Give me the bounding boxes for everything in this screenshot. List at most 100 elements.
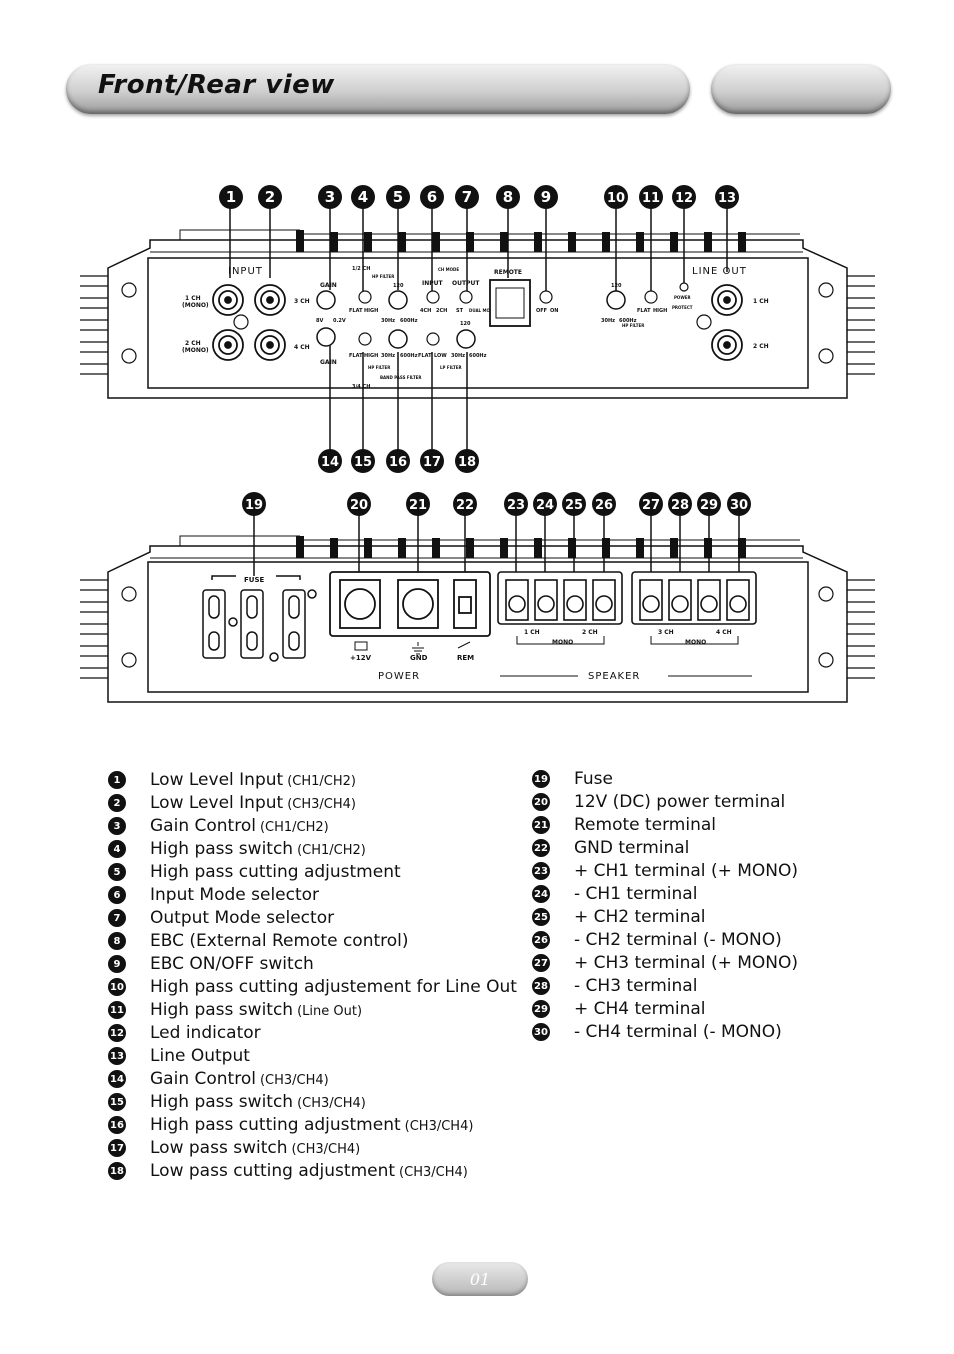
rear-callout-marker	[504, 492, 528, 516]
lp-freq-120-label: 120	[460, 321, 471, 327]
legend-sub: (CH1/CH2)	[287, 774, 356, 789]
legend-label: Input Mode selector	[150, 885, 320, 905]
front-callout-marker	[715, 185, 739, 209]
lo-freq-low-label: 30Hz	[601, 318, 615, 324]
legend-label: High pass cutting adjustement for Line O…	[150, 977, 517, 997]
legend-text: High pass cutting adjustment(CH3/CH4)	[150, 1115, 473, 1135]
legend-text: + CH2 terminal	[574, 907, 706, 927]
legend-number: 16	[108, 1116, 126, 1134]
front-callout-marker	[455, 449, 479, 473]
front-callout-marker	[496, 185, 520, 209]
ch2-mono-sub: (MONO)	[182, 347, 209, 354]
legend-text: - CH2 terminal (- MONO)	[574, 930, 782, 950]
legend-sub: (CH3/CH4)	[291, 1142, 361, 1157]
front-callout-14: 14	[321, 455, 339, 470]
rear-callout-marker	[453, 492, 477, 516]
legend-label: EBC ON/OFF switch	[150, 954, 314, 974]
front-callout-8: 8	[503, 188, 513, 206]
rear-callout-27: 27	[642, 498, 660, 513]
legend-number: 7	[108, 909, 126, 927]
rear-callout-23: 23	[507, 498, 525, 513]
legend-number: 15	[108, 1093, 126, 1111]
rear-callout-28: 28	[671, 498, 689, 513]
remote-on-label: ON	[550, 308, 558, 314]
rear-panel-diagram: FUSE +12V GND REM POWER SPEAKER 1 CH 2 C…	[80, 492, 875, 703]
rear-callout-marker	[242, 492, 266, 516]
title-banner	[66, 64, 690, 114]
freq-low-label: 30Hz	[381, 318, 395, 324]
legend-text: High pass switch(CH1/CH2)	[150, 839, 366, 859]
legend-label: High pass switch	[150, 1000, 294, 1020]
legend-text: Low Level Input(CH1/CH2)	[150, 770, 356, 790]
output-mode-label: OUTPUT	[452, 280, 480, 287]
legend-text: 12V (DC) power terminal	[574, 792, 786, 812]
ch4-label: 4 CH	[294, 344, 310, 351]
rear-callout-marker	[727, 492, 751, 516]
legend-number: 14	[108, 1070, 126, 1088]
legend-text: Low pass switch(CH3/CH4)	[150, 1138, 360, 1158]
rear-callout-marker	[592, 492, 616, 516]
ch1-mono-label: 1 CH	[185, 295, 201, 302]
legend-number: 8	[108, 932, 126, 950]
freq-120-label: 120	[393, 283, 404, 289]
legend-item: 11 High pass switch(Line Out)	[108, 999, 362, 1021]
b-flat2-label: FLAT	[418, 353, 432, 359]
b-low-label: LOW	[434, 353, 447, 359]
lp-freq-high-label: 600Hz	[469, 353, 487, 359]
legend-number: 22	[532, 839, 550, 857]
legend-label: Low Level Input	[150, 793, 284, 813]
three-four-ch-label: 3/4 CH	[352, 384, 370, 390]
b-freq-high-label: 600Hz	[400, 353, 418, 359]
legend-sub: (Line Out)	[297, 1004, 363, 1019]
legend-number: 30	[532, 1023, 550, 1041]
front-panel-diagram: INPUT 1 CH (MONO) 2 CH (MONO) 3 CH 4 CH …	[80, 185, 875, 473]
power-led-label: POWER	[674, 295, 691, 300]
legend-number: 5	[108, 863, 126, 881]
front-callout-12: 12	[675, 191, 693, 206]
legend-label: Low pass cutting adjustment	[150, 1161, 396, 1181]
front-callout-2: 2	[265, 188, 275, 206]
legend-item: 24- CH1 terminal	[532, 883, 697, 905]
legend-number: 13	[108, 1047, 126, 1065]
flat-label: FLAT	[349, 308, 363, 314]
legend-item: 26- CH2 terminal (- MONO)	[532, 929, 782, 951]
lo-hp-filter-label: HP FILTER	[622, 323, 644, 328]
legend-text: Low pass cutting adjustment(CH3/CH4)	[150, 1161, 468, 1181]
legend-text: EBC (External Remote control)	[150, 931, 413, 951]
front-callout-marker	[534, 185, 558, 209]
ch2-mono-label: 2 CH	[185, 340, 201, 347]
rear-callout-marker	[562, 492, 586, 516]
legend-label: High pass switch	[150, 1092, 294, 1112]
legend-label: Output Mode selector	[150, 908, 335, 928]
gain-bottom-label: GAIN	[320, 359, 337, 366]
front-callout-4: 4	[358, 188, 368, 206]
legend-text: High pass cutting adjustement for Line O…	[150, 977, 521, 997]
legend-text: Led indicator	[150, 1023, 265, 1043]
legend-number: 11	[108, 1001, 126, 1019]
rear-callout-marker	[347, 492, 371, 516]
high-label: HIGH	[364, 308, 378, 314]
fuse-label: FUSE	[244, 576, 265, 584]
output-st-label: ST	[456, 308, 464, 314]
page-number: 01	[432, 1262, 528, 1296]
rear-callout-marker	[697, 492, 721, 516]
front-callout-17: 17	[423, 455, 441, 470]
legend-item: 23+ CH1 terminal (+ MONO)	[532, 860, 798, 882]
half-ch-label: 1/2 CH	[352, 266, 370, 272]
legend-number: 29	[532, 1000, 550, 1018]
legend-label: Gain Control	[150, 816, 256, 836]
rear-callout-24: 24	[536, 498, 554, 513]
lo-high-label: HIGH	[653, 308, 667, 314]
front-callout-marker	[318, 449, 342, 473]
rear-callout-marker	[668, 492, 692, 516]
front-callout-13: 13	[718, 191, 736, 206]
